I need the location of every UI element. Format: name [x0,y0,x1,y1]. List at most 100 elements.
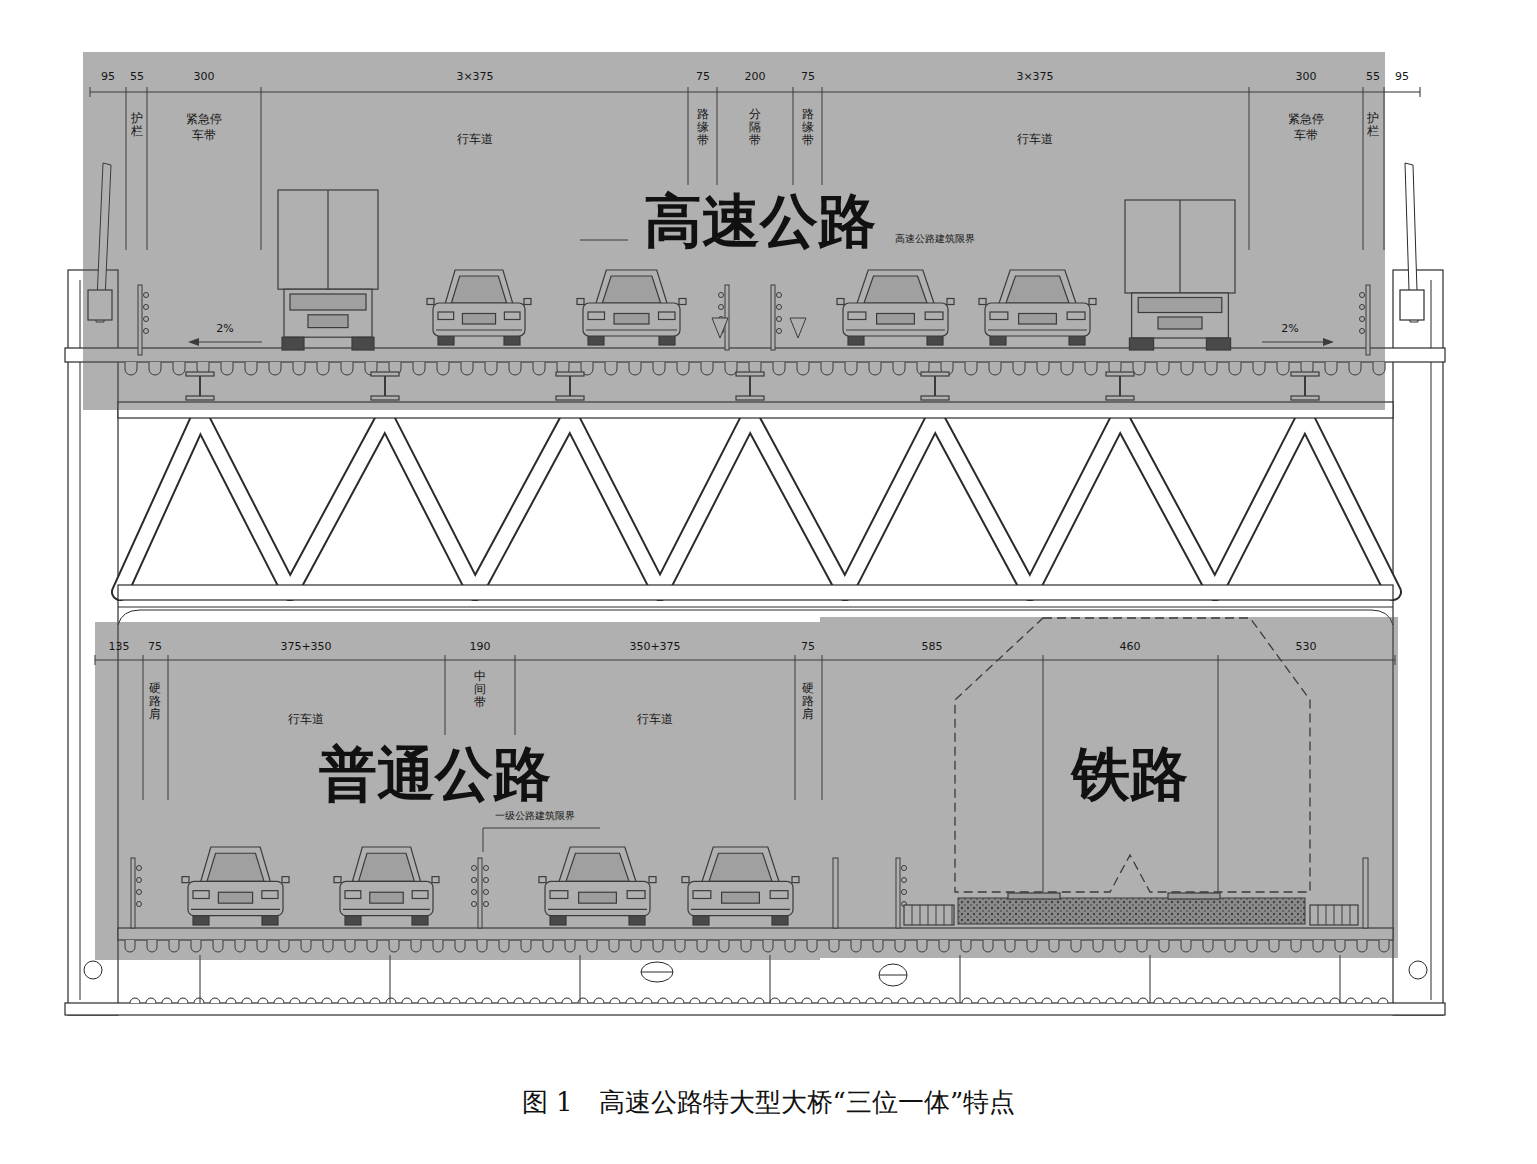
bottom-rib [1154,998,1164,1003]
truss-member-fill [290,416,385,592]
truss-member [385,416,475,592]
bottom-rib [802,998,812,1003]
lamp-base [1400,290,1424,320]
truss-member-fill [120,416,200,592]
manhole-symbol [879,964,907,986]
dimension-value: 95 [101,70,115,83]
bottom-rib [626,998,636,1003]
bottom-rib [322,998,332,1003]
bottom-rib [1346,998,1356,1003]
dimension-value: 350+375 [629,640,680,653]
post-line [80,280,81,1000]
dimension-value: 190 [470,640,491,653]
part-label: 紧急停车带 [1288,112,1324,143]
manhole-line [641,972,673,973]
truss-member [475,416,570,592]
bottom-rib [658,998,668,1003]
bottom-rib [770,998,780,1003]
shaded-zone: 高速公路 [83,52,1385,410]
bottom-rib [354,998,364,1003]
bottom-rib [242,998,252,1003]
figure-caption: 图 1 高速公路特大型大桥“三位一体”特点 [0,1086,1537,1120]
bottom-rib [306,998,316,1003]
bottom-rib [1170,998,1180,1003]
bottom-rib [1378,998,1388,1003]
bottom-rib [930,998,940,1003]
bottom-rib [754,998,764,1003]
truss-member-fill [385,416,475,592]
bottom-rib [898,998,908,1003]
bottom-rib [1074,998,1084,1003]
dimension-value: 95 [1395,70,1409,83]
dimension-value: 55 [1366,70,1380,83]
dimension-value: 2% [1281,322,1298,335]
part-label: 行车道 [288,712,324,726]
bottom-rib [850,998,860,1003]
bottom-rib [1266,998,1276,1003]
bottom-rib [1202,998,1212,1003]
bottom-rib [722,998,732,1003]
manhole-line [879,975,907,976]
dimension-tick [1420,87,1421,97]
bottom-rib [162,998,172,1003]
zone-title: 铁路 [1072,745,1188,803]
truss-member [1030,416,1120,592]
bottom-rib [1298,998,1308,1003]
truss-member [935,416,1030,592]
stiffener [390,955,391,1003]
part-label: 硬路肩 [802,682,814,722]
stiffener [200,955,201,1003]
part-label: 护栏 [1367,112,1379,138]
bottom-rib [450,998,460,1003]
bottom-rib [386,998,396,1003]
part-label: 中间带 [474,670,486,710]
bottom-rib [514,998,524,1003]
bottom-rib [434,998,444,1003]
chord-line [118,607,1393,608]
part-label: 行车道 [1017,132,1053,146]
bottom-rib [274,998,284,1003]
bottom-rib [1106,998,1116,1003]
bottom-rib [130,998,140,1003]
stiffener [1150,955,1151,1003]
part-label: 紧急停车带 [186,112,222,143]
truss-member [120,416,200,592]
bottom-rib [882,998,892,1003]
part-label: 路缘带 [697,108,709,148]
bottom-rib [690,998,700,1003]
bottom-rib [1362,998,1372,1003]
stiffener [1340,955,1341,1003]
bottom-rib [546,998,556,1003]
bottom-rib [914,998,924,1003]
stiffener [960,955,961,1003]
dimension-value: 300 [1296,70,1317,83]
bottom-rib [1314,998,1324,1003]
truss-member [660,416,750,592]
bottom-rib [498,998,508,1003]
truss-member-fill [845,416,935,592]
bottom-rib [290,998,300,1003]
bottom-rib [466,998,476,1003]
bottom-rib [178,998,188,1003]
dimension-value: 3×375 [1016,70,1053,83]
dimension-value: 530 [1296,640,1317,653]
stiffener [580,955,581,1003]
bottom-rib [866,998,876,1003]
bottom-rib [1122,998,1132,1003]
bottom-rib [978,998,988,1003]
bottom-rib [1282,998,1292,1003]
hole-symbol [84,961,102,979]
bottom-rib [1234,998,1244,1003]
bottom-rib [258,998,268,1003]
hole-symbol [1409,961,1427,979]
bottom-rib [738,998,748,1003]
truss-member-fill [660,416,750,592]
bottom-rib [530,998,540,1003]
part-label: 硬路肩 [149,682,161,722]
bottom-rib [1010,998,1020,1003]
side-post [1393,270,1443,1015]
bottom-plate [65,1003,1445,1015]
dimension-value: 75 [801,640,815,653]
part-label: 行车道 [637,712,673,726]
